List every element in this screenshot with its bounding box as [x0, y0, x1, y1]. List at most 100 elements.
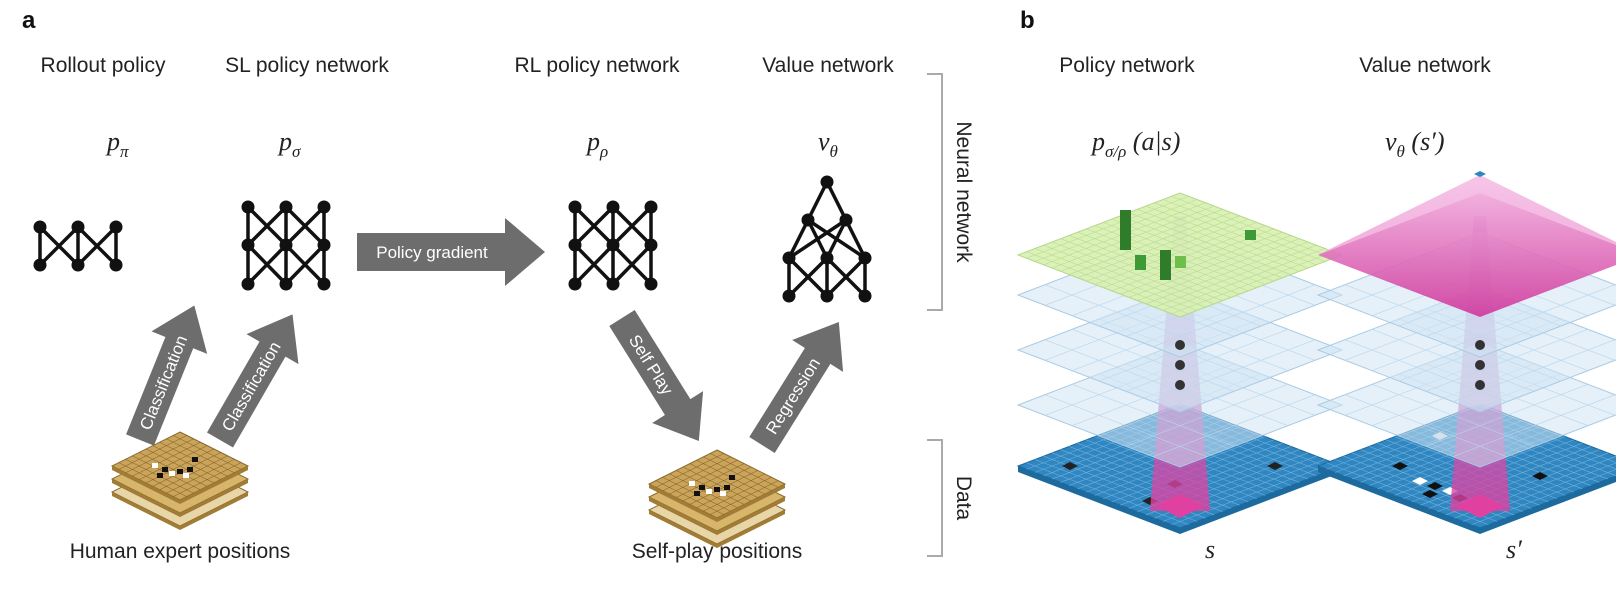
- network-edge: [611, 243, 653, 286]
- grid-line: [655, 453, 724, 488]
- layer-stacks: [1016, 171, 1616, 534]
- grid-line: [118, 435, 187, 470]
- human-expert-board-stack: [110, 431, 250, 530]
- grid-line: [1069, 235, 1232, 298]
- grid-line: [1162, 199, 1326, 262]
- go-stone: [724, 485, 730, 490]
- network-node: [279, 277, 293, 291]
- go-stone: [699, 485, 705, 490]
- title-b-value-network: Value network: [1359, 54, 1491, 77]
- grid-line: [1154, 202, 1317, 266]
- go-stone: [729, 475, 735, 480]
- go-stone: [689, 481, 695, 486]
- symbol-p-pi: pπ: [105, 127, 129, 161]
- network-node: [33, 220, 47, 234]
- grid-line: [1137, 209, 1300, 272]
- regression-arrow: Regression: [749, 322, 844, 453]
- move-probability-bar: [1120, 210, 1131, 250]
- network-node: [109, 220, 123, 234]
- network-edge: [825, 256, 867, 298]
- network-node: [606, 200, 620, 214]
- move-probability-bar: [1175, 256, 1186, 268]
- network-edge: [844, 219, 867, 259]
- classification-arrow-right: Classification: [207, 314, 299, 448]
- network-edge: [246, 205, 288, 247]
- grid-line: [1128, 235, 1291, 298]
- policy-output-layer: [1016, 192, 1344, 318]
- go-stone: [1392, 462, 1408, 470]
- panel-a-label: a: [22, 7, 36, 34]
- dataset-self-play: Self-play positions: [632, 540, 802, 563]
- network-edge: [76, 225, 118, 267]
- network-edge: [806, 181, 829, 221]
- network-node: [606, 238, 620, 252]
- ellipsis-dot: [1175, 360, 1185, 370]
- grid-line: [1026, 251, 1189, 315]
- go-stone: [1267, 462, 1283, 470]
- grid-line: [1145, 205, 1309, 269]
- network-node: [109, 258, 123, 272]
- network-edge: [825, 181, 848, 221]
- grid-line: [1060, 209, 1223, 272]
- rl-policy-network: [568, 200, 658, 291]
- network-edge: [284, 243, 326, 286]
- grid-line: [1069, 212, 1232, 275]
- value-output-back: [1318, 175, 1616, 255]
- grid-line: [1137, 238, 1300, 301]
- network-node: [279, 200, 293, 214]
- go-stone: [720, 491, 726, 496]
- network-node: [782, 289, 796, 303]
- move-probability-bar: [1245, 230, 1256, 240]
- network-node: [801, 213, 815, 227]
- go-stone: [1532, 472, 1548, 480]
- go-stone: [1422, 490, 1438, 498]
- go-stone: [706, 489, 712, 494]
- symbol-p-sigma: pσ: [277, 127, 301, 161]
- network-edge: [825, 219, 848, 259]
- title-b-policy-network: Policy network: [1059, 54, 1195, 77]
- network-node: [839, 213, 853, 227]
- grid-line: [676, 463, 745, 498]
- network-node: [820, 289, 834, 303]
- rollout-network: [33, 220, 123, 272]
- network-edge: [284, 205, 326, 247]
- go-stone: [714, 487, 720, 492]
- network-node: [71, 220, 85, 234]
- network-edge: [611, 205, 653, 247]
- grid-line: [1026, 462, 1189, 526]
- grid-line: [1171, 251, 1334, 315]
- policy-gradient-arrow: Policy gradient: [357, 218, 545, 286]
- network-edge: [38, 225, 80, 267]
- value-network-diagram: [782, 175, 872, 303]
- network-edge: [246, 243, 288, 286]
- grid-line: [173, 435, 242, 470]
- title-sl-policy-network: SL policy network: [225, 54, 389, 77]
- go-stone: [162, 467, 168, 472]
- network-edge: [788, 218, 847, 260]
- grid-line: [1077, 215, 1240, 279]
- grid-line: [166, 438, 235, 474]
- neural-network-label: Neural network: [952, 121, 975, 263]
- symbol-p-rho: pρ: [585, 127, 608, 161]
- title-value-network: Value network: [762, 54, 894, 77]
- self-play-board-stack: [647, 449, 787, 548]
- grid-line: [703, 456, 772, 492]
- grid-line: [1154, 244, 1317, 308]
- title-rollout-policy: Rollout policy: [41, 54, 166, 77]
- go-stone: [157, 473, 163, 478]
- policy-layer-stack: [1016, 192, 1344, 534]
- network-node: [820, 175, 834, 189]
- grid-line: [1162, 248, 1326, 311]
- input-layer-edge: [1318, 466, 1616, 534]
- data-label: Data: [952, 476, 975, 521]
- receptive-field-patch: [1156, 494, 1204, 518]
- state-label-s-prime: s′: [1506, 535, 1522, 564]
- grid-line: [710, 453, 779, 488]
- network-edge: [787, 256, 829, 298]
- symbol-policy-output: pσ/ρ (a|s): [1090, 127, 1180, 161]
- network-node: [782, 251, 796, 265]
- grid-line: [125, 438, 194, 474]
- go-stone: [1412, 477, 1428, 485]
- go-stone: [169, 471, 175, 476]
